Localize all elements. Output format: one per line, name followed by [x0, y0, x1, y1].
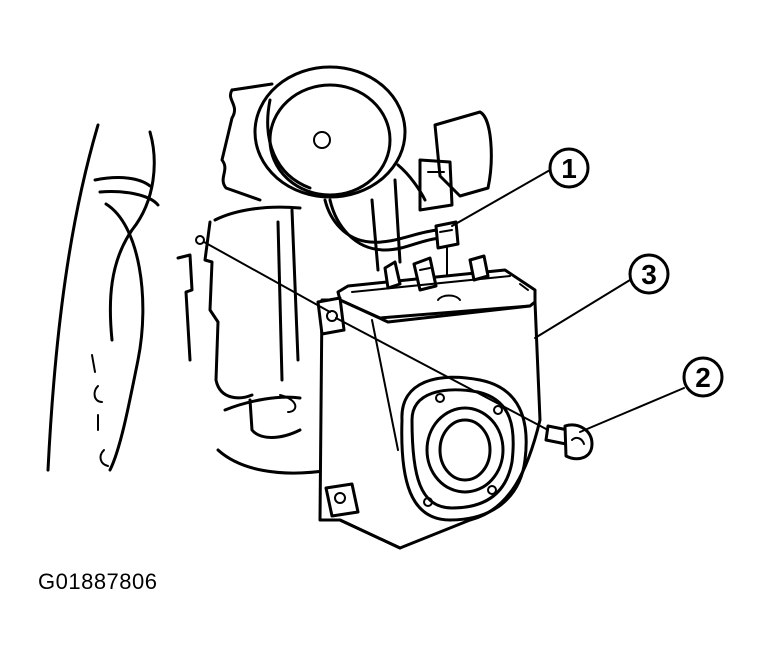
- upper-speaker: [253, 65, 427, 202]
- callout-2: 2: [682, 356, 724, 398]
- callout-2-label: 2: [695, 362, 711, 393]
- wire-harness: [323, 198, 442, 252]
- figure-code: G01887806: [38, 569, 158, 594]
- speaker-unit: [316, 254, 542, 550]
- callout-3-label: 3: [641, 259, 657, 290]
- callout-3: 3: [628, 253, 670, 295]
- installation-guide-line: [195, 235, 549, 431]
- connector-block: [418, 110, 493, 212]
- callout-1: 1: [548, 147, 590, 189]
- bolt-part: [544, 423, 594, 461]
- door-panel-outline: [46, 123, 160, 472]
- callout-1-label: 1: [561, 153, 577, 184]
- leader-lines: [451, 169, 685, 433]
